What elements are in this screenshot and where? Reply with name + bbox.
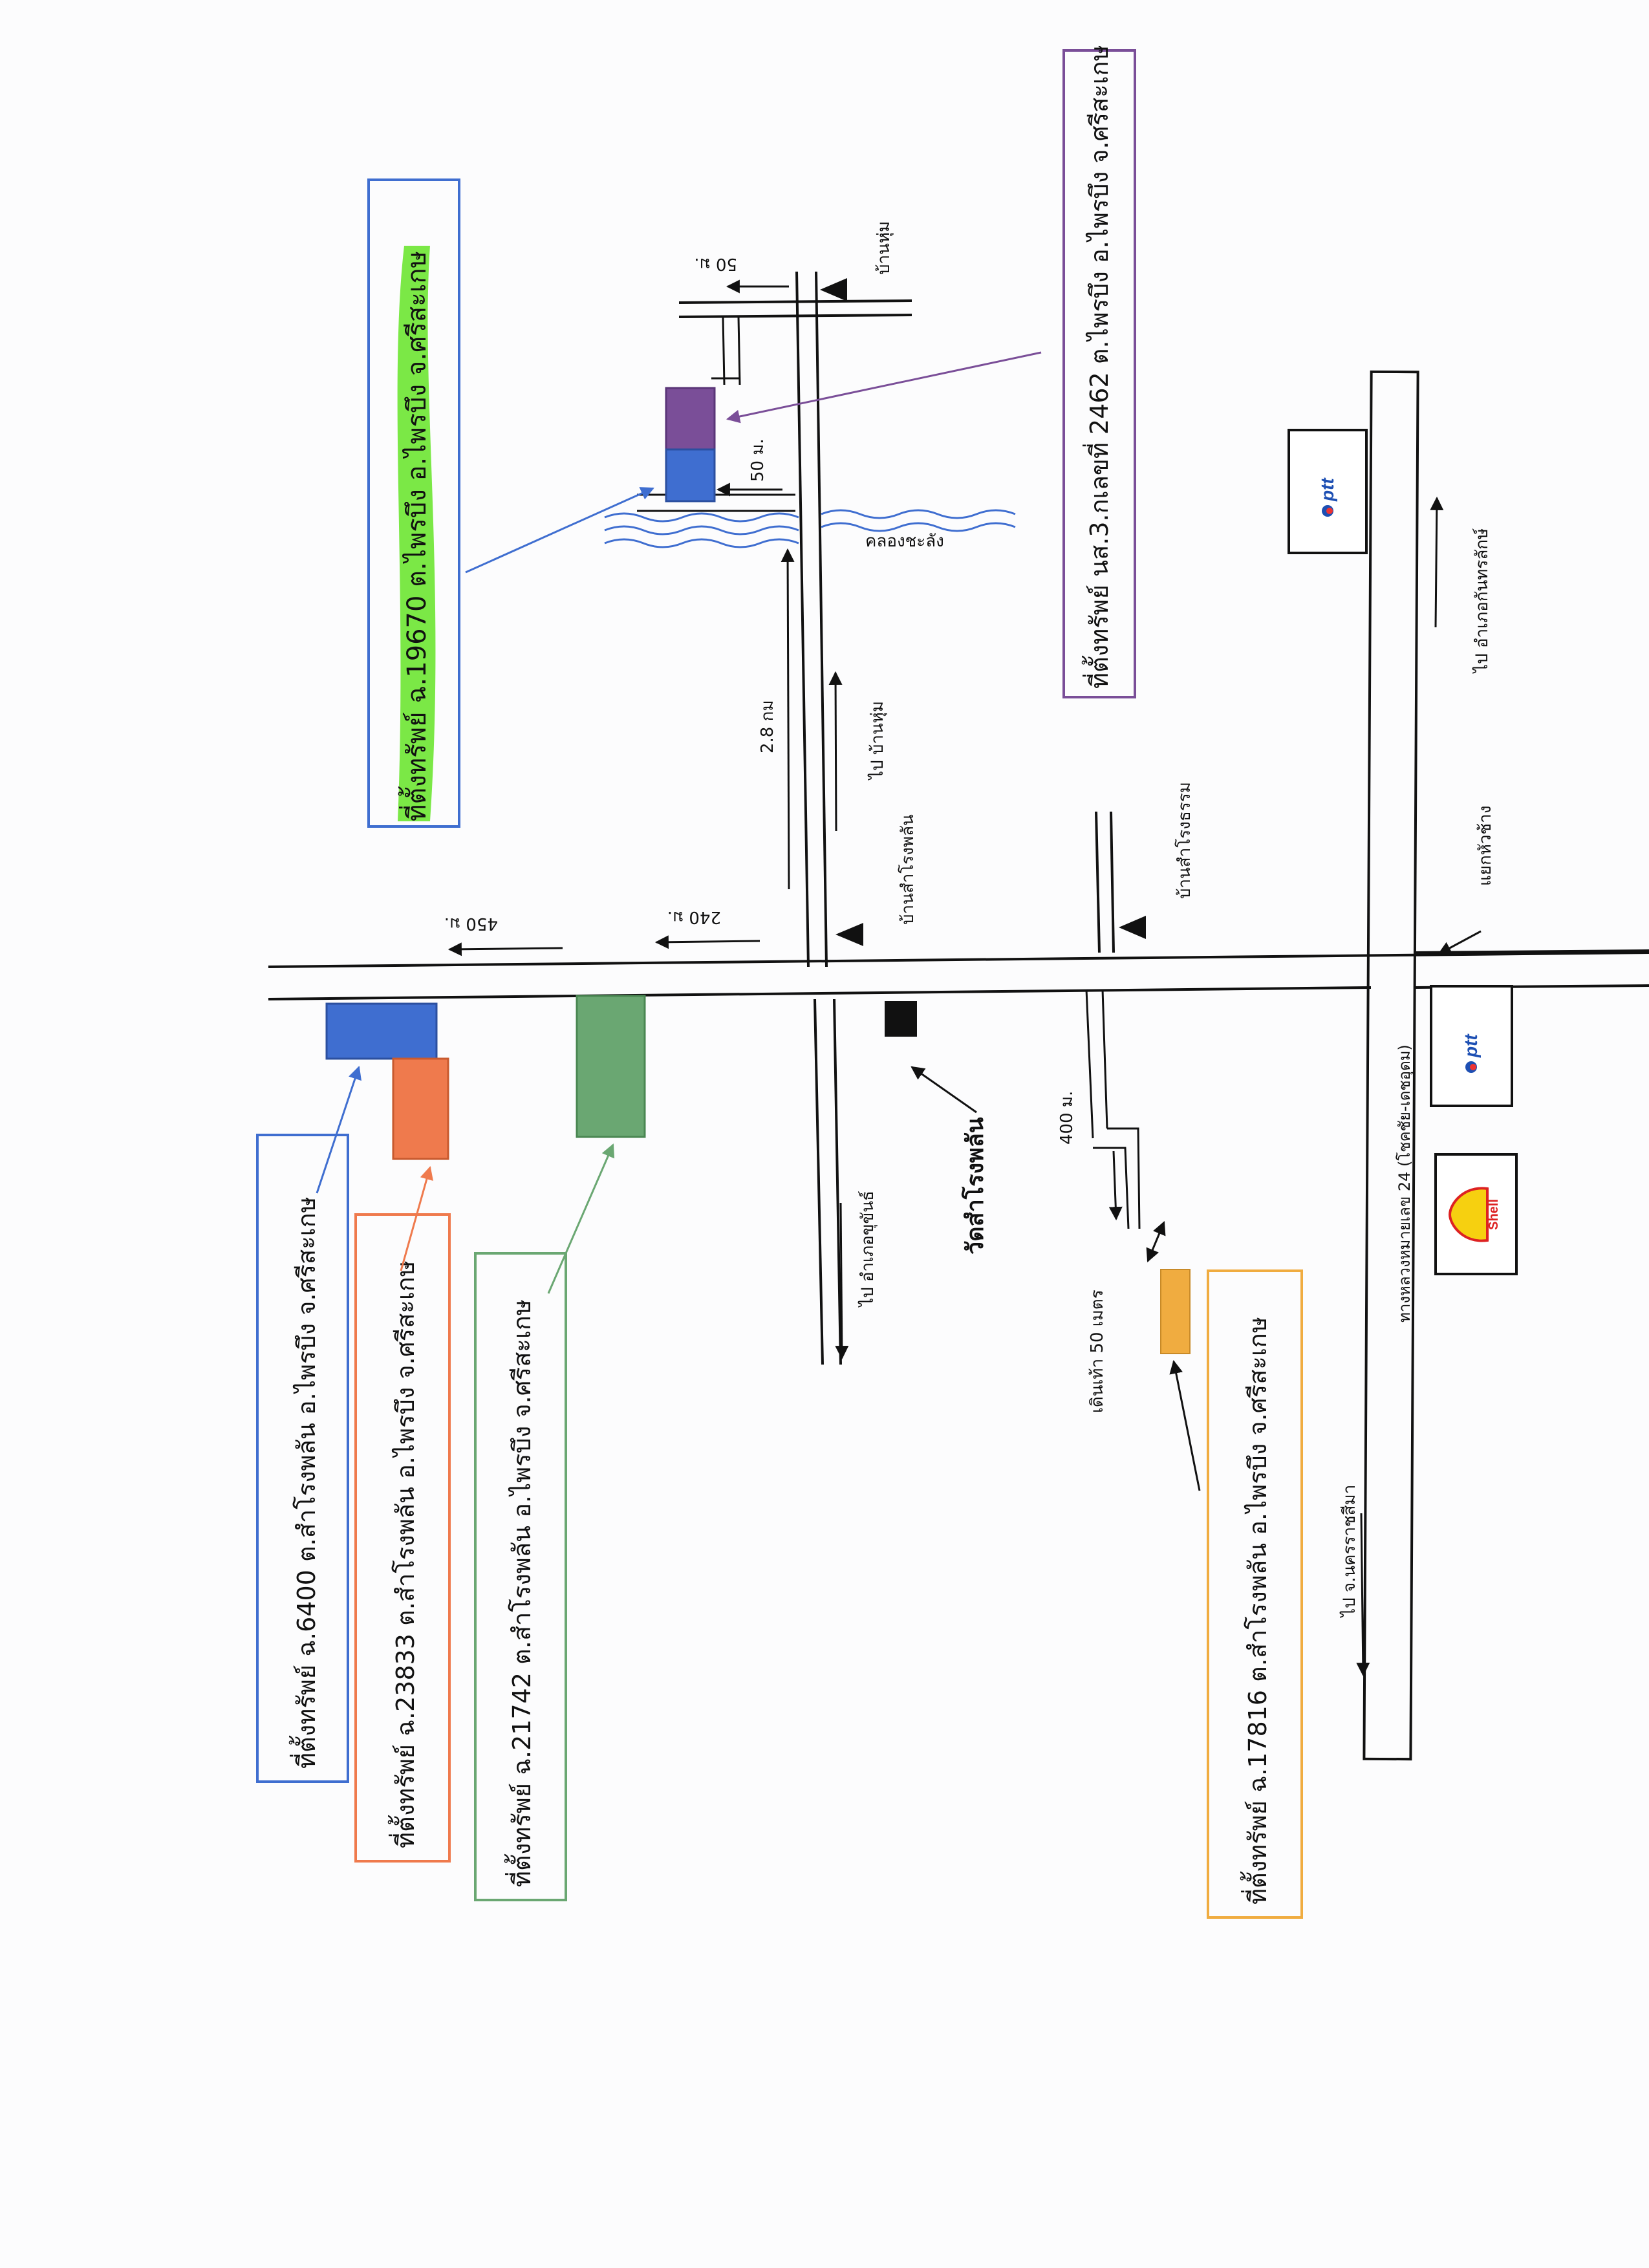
distance-50m-top: 50 ม. bbox=[694, 254, 737, 274]
wat-marker bbox=[885, 1001, 917, 1037]
plot-2462 bbox=[665, 387, 716, 451]
shell-logo: Shell bbox=[1487, 1199, 1501, 1230]
distance-50m-side: 50 ม. bbox=[748, 438, 768, 482]
pointer-21742 bbox=[547, 1143, 615, 1294]
label-box-2462: ที่ตั้งทรัพย์ นส.3.กเลขที่ 2462 ต.ไพรบึง… bbox=[1062, 45, 1136, 698]
place-ban-samrongphlan: บ้านสำโรงพลัน bbox=[898, 814, 918, 925]
pointer-23833 bbox=[400, 1165, 433, 1271]
canal-wave-3 bbox=[604, 538, 799, 548]
main-road-bottom-edge bbox=[268, 986, 1372, 1000]
place-canal: คลองชะลัง bbox=[865, 532, 944, 551]
arrow-2-8km bbox=[781, 548, 795, 890]
label-box-21742: ที่ตั้งทรัพย์ ฉ.21742 ต.สำโรงพลัน อ.ไพรบ… bbox=[474, 1252, 567, 1901]
distance-450m: 450 ม. bbox=[444, 914, 498, 933]
place-to-khukhan: ไป อำเภอขุขันธ์ bbox=[857, 1191, 878, 1308]
label-box-17816: ที่ตั้งทรัพย์ ฉ.17816 ต.สำโรงพลัน อ.ไพรบ… bbox=[1207, 1269, 1303, 1919]
road-to-nonghum-right bbox=[815, 271, 828, 967]
road-to-khukhan-left bbox=[814, 999, 824, 1365]
place-to-nonghum: ไป บ้านหุ่ม bbox=[867, 701, 887, 781]
arrow-240m bbox=[654, 935, 760, 949]
distance-400m: 400 ม. bbox=[1057, 1091, 1077, 1145]
plot-19670 bbox=[665, 448, 716, 502]
landmark-triangle-samrongphlan bbox=[835, 923, 863, 946]
canal-wave-4 bbox=[821, 509, 1016, 519]
main-road-top-edge bbox=[268, 951, 1649, 968]
canal-wave-2 bbox=[604, 525, 799, 535]
distance-240m: 240 ม. bbox=[667, 907, 721, 927]
canal-wave-5 bbox=[821, 522, 1016, 532]
pointer-2462 bbox=[726, 351, 1042, 424]
pointer-6400 bbox=[316, 1066, 361, 1194]
label-box-19670: ที่ตั้งทรัพย์ ฉ.19670 ต.ไพรบึง อ.ไพรบึง … bbox=[367, 178, 460, 828]
top-cross-road-b bbox=[678, 314, 912, 318]
label-23833: ที่ตั้งทรัพย์ ฉ.23833 ต.สำโรงพลัน อ.ไพรบ… bbox=[387, 1260, 420, 1848]
plot-6400 bbox=[325, 1002, 438, 1060]
highway-24-road bbox=[1363, 370, 1419, 1761]
wat-pointer bbox=[911, 1066, 977, 1114]
road-to-khukhan-right bbox=[833, 999, 842, 1365]
ptt-station-top: ptt bbox=[1288, 429, 1368, 554]
road-samrongtham-b bbox=[1110, 811, 1115, 953]
place-wat: วัดสำโรงพลัน bbox=[961, 1117, 989, 1255]
arrow-400m bbox=[1108, 1150, 1123, 1221]
landmark-triangle-samrongtham bbox=[1119, 916, 1146, 939]
road-samrongtham-d bbox=[1101, 989, 1108, 1129]
distance-2-8km: 2.8 กม bbox=[758, 700, 777, 754]
label-2462: ที่ตั้งทรัพย์ นส.3.กเลขที่ 2462 ต.ไพรบึง… bbox=[1081, 45, 1114, 689]
arrow-to-khukhan bbox=[835, 1202, 849, 1360]
plot-23833 bbox=[392, 1057, 449, 1160]
road-to-nonghum-left bbox=[795, 271, 810, 967]
landmark-triangle-nonghum bbox=[820, 278, 847, 301]
spur-b bbox=[737, 316, 741, 385]
ptt-logo-top: ptt bbox=[1317, 477, 1337, 502]
road-samrongtham-a bbox=[1095, 811, 1101, 953]
arrow-walk-50m bbox=[1146, 1221, 1166, 1262]
kantharalak-road-a bbox=[1414, 949, 1649, 954]
shell-station: Shell bbox=[1434, 1153, 1518, 1275]
place-junction: แยกหัวช้าง bbox=[1476, 806, 1495, 886]
canal-wave-1 bbox=[604, 512, 799, 523]
place-ban-samrongtham: บ้านสำโรงธรรม bbox=[1174, 782, 1194, 899]
pointer-17816 bbox=[1169, 1359, 1201, 1491]
label-box-23833: ที่ตั้งทรัพย์ ฉ.23833 ต.สำโรงพลัน อ.ไพรบ… bbox=[354, 1213, 451, 1863]
label-21742: ที่ตั้งทรัพย์ ฉ.21742 ต.สำโรงพลัน อ.ไพรบ… bbox=[504, 1299, 536, 1887]
plot-21742 bbox=[576, 995, 646, 1138]
road-samrongtham-c bbox=[1085, 989, 1094, 1139]
place-to-kantharalak: ไป อำเภอกันทรลักษ์ bbox=[1472, 528, 1492, 674]
label-19670: ที่ตั้งทรัพย์ ฉ.19670 ต.ไพรบึง อ.ไพรบึง … bbox=[398, 251, 432, 821]
arrow-to-kantharalak bbox=[1430, 496, 1444, 628]
arrow-to-nakhon bbox=[1356, 1513, 1370, 1677]
label-box-6400: ที่ตั้งทรัพย์ ฉ.6400 ต.สำโรงพลัน อ.ไพรบึ… bbox=[256, 1134, 349, 1783]
road-samrongtham-bend bbox=[1107, 1127, 1141, 1229]
highway-24-label: ทางหลวงหมายเลข 24 (โชคชัย-เดชอุดม) bbox=[1396, 1044, 1414, 1323]
arrow-450m bbox=[447, 942, 563, 956]
label-6400: ที่ตั้งทรัพย์ ฉ.6400 ต.สำโรงพลัน อ.ไพรบึ… bbox=[288, 1196, 321, 1769]
place-to-nakhon: ไป จ.นครราชสีมา bbox=[1339, 1485, 1359, 1618]
pointer-19670 bbox=[465, 487, 654, 574]
arrow-junction bbox=[1438, 930, 1482, 955]
ptt-logo-bottom: ptt bbox=[1461, 1033, 1481, 1058]
ptt-station-bottom: ptt bbox=[1430, 985, 1513, 1107]
top-cross-road-a bbox=[678, 299, 912, 304]
walk-50m: เดินเท้า 50 เมตร bbox=[1088, 1290, 1107, 1413]
place-ban-nonghum: บ้านหุ่ม bbox=[874, 221, 894, 275]
plot-17816 bbox=[1160, 1269, 1191, 1354]
road-samrongtham-bend-2 bbox=[1093, 1147, 1130, 1229]
arrow-to-nonghum bbox=[828, 671, 843, 832]
spur-a bbox=[722, 316, 726, 385]
label-17816: ที่ตั้งทรัพย์ ฉ.17816 ต.สำโรงพลัน อ.ไพรบ… bbox=[1240, 1317, 1272, 1905]
